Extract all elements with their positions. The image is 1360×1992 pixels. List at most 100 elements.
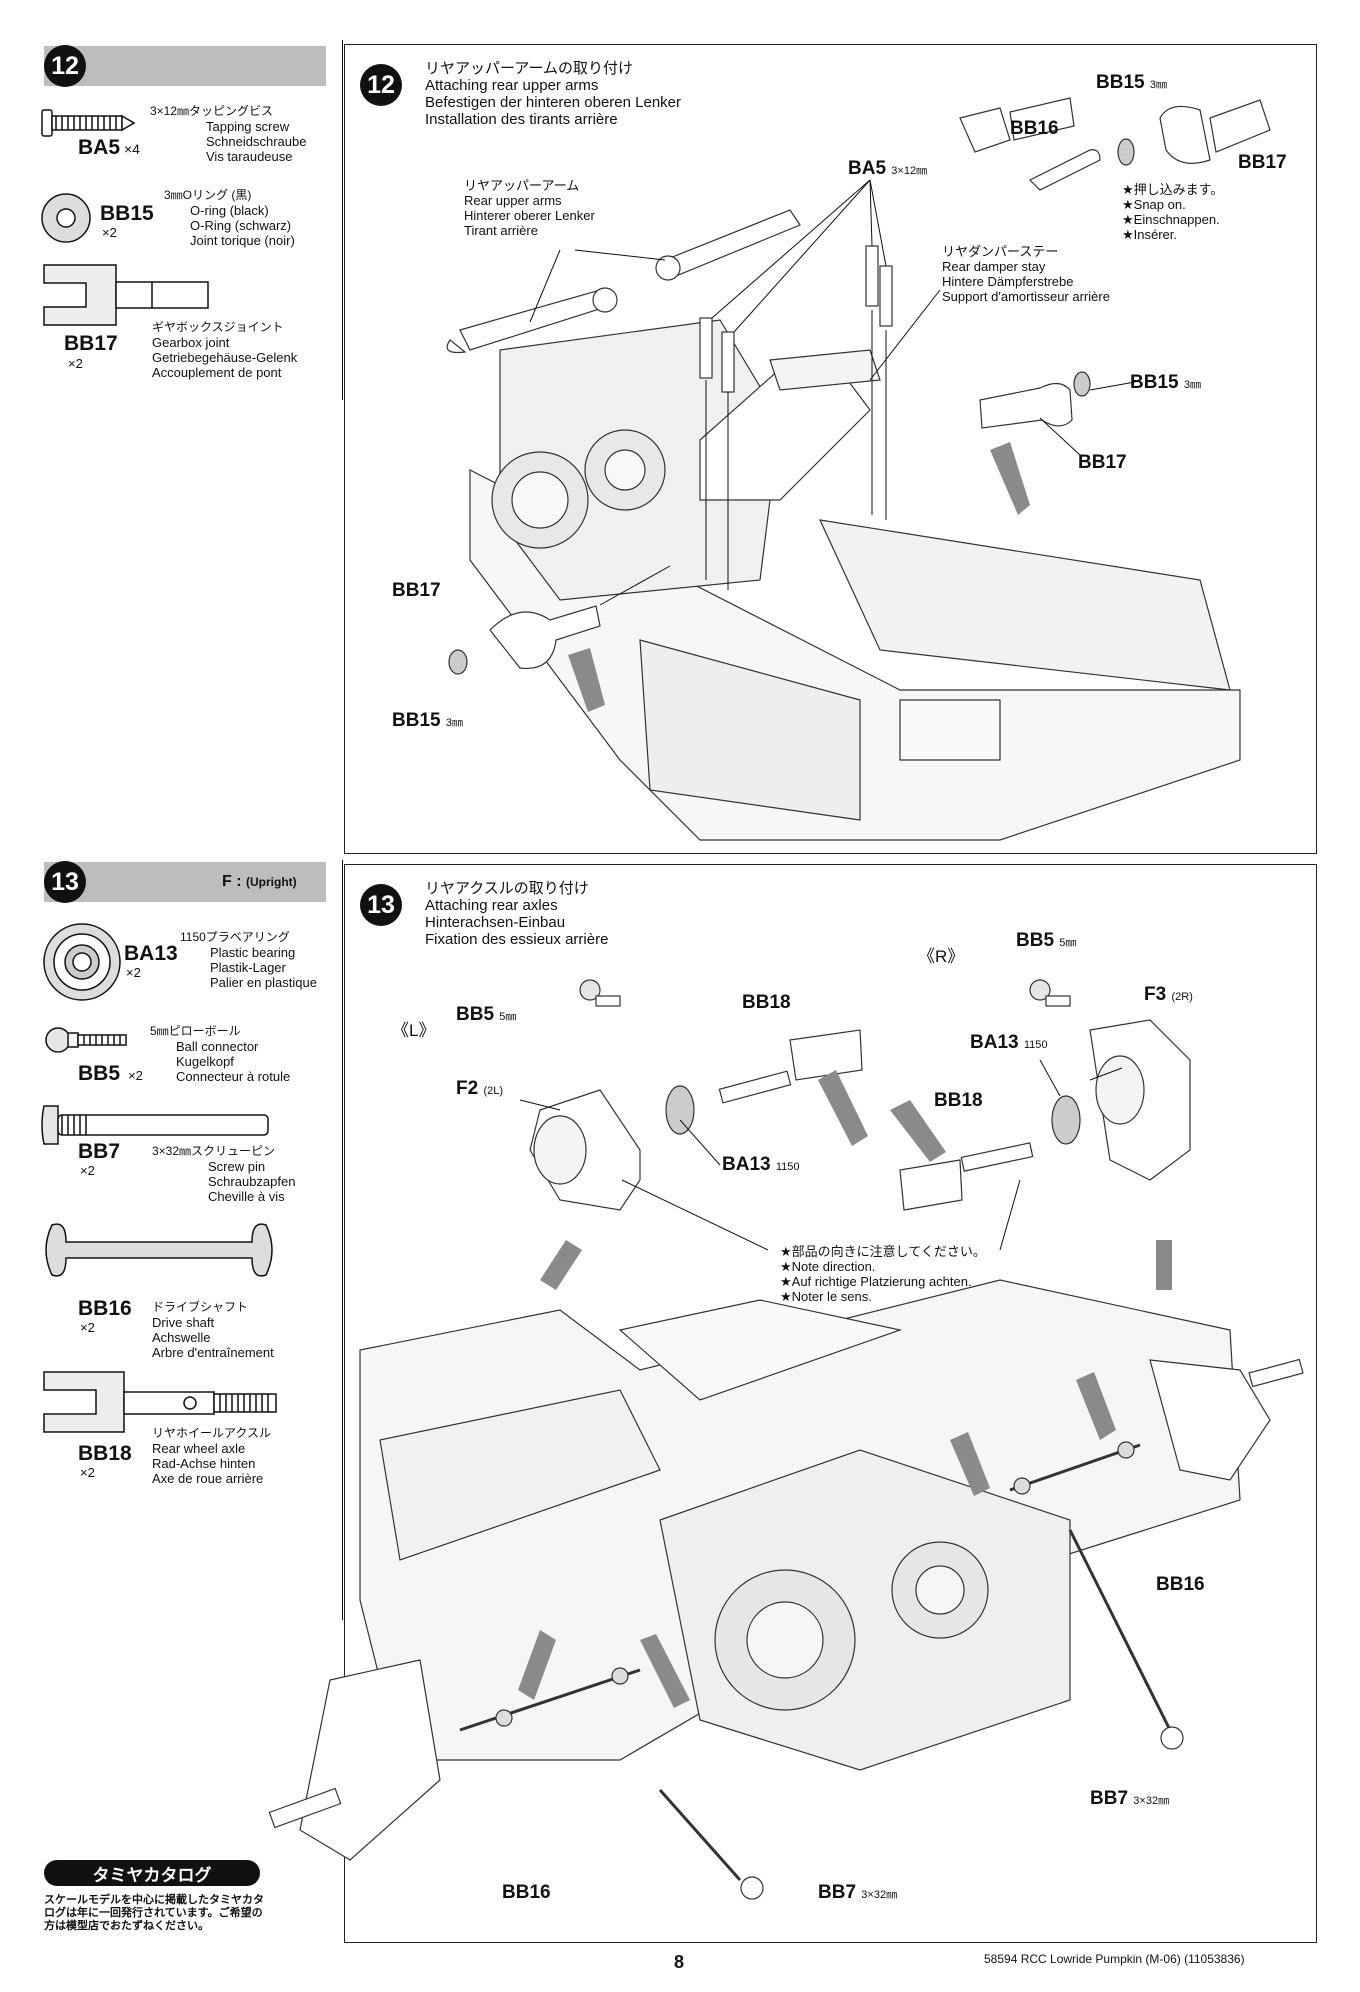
step12-parts-header <box>44 46 326 86</box>
step12-bb15-top-label: BB15 3㎜ <box>1096 72 1167 94</box>
step13-bb7-right-size: 3×32㎜ <box>1133 1795 1170 1807</box>
catalog-text: スケールモデルを中心に掲載したタミヤカタ ログは年に一回発行されています。ご希望… <box>44 1894 264 1933</box>
ba5-desc-fr: Vis taraudeuse <box>206 149 293 164</box>
step12-panel-badge: 12 <box>360 64 402 106</box>
bb5-desc-jp: 5㎜ピローボール <box>150 1024 241 1038</box>
bb18-desc-de: Rad-Achse hinten <box>152 1456 256 1471</box>
step13-left-upright <box>299 1659 441 1861</box>
ba13-desc: 1150プラベアリング Plastic bearing Plastik-Lage… <box>180 930 317 990</box>
bb15-desc-jp: 3㎜Oリング (黒) <box>164 188 252 202</box>
bb15-code: BB15 <box>100 202 154 225</box>
step12-oring-right <box>1073 371 1091 397</box>
step13-ba13-l-label: BA13 1150 <box>722 1154 800 1176</box>
step12-stay-note: リヤダンパーステー Rear damper stay Hintere Dämpf… <box>942 244 1110 304</box>
bb17-desc-de: Getriebegehäuse-Gelenk <box>152 350 298 365</box>
step12-joint-left <box>489 605 601 670</box>
step13-bb5-r-size: 5㎜ <box>1059 937 1077 949</box>
ba5-screw-icon <box>41 109 136 137</box>
step13-ba13-l-code: BA13 <box>722 1154 771 1175</box>
bb5-ball-icon <box>45 1027 127 1053</box>
bb16-shaft-icon <box>45 1223 273 1277</box>
bb7-desc-en: Screw pin <box>208 1159 266 1174</box>
bb16-desc: ドライブシャフト Drive shaft Achswelle Arbre d'e… <box>152 1300 274 1360</box>
step13-left-tag: 《L》 <box>392 1021 436 1040</box>
step13-direction-jp: ★部品の向きに注意してください。 <box>780 1244 986 1259</box>
step13-drive-shaft-left <box>459 1668 641 1732</box>
bb17-desc-jp: ギヤボックスジョイント <box>152 320 284 334</box>
bb5-code: BB5 <box>78 1062 121 1085</box>
step13-head-colon: : <box>231 873 246 890</box>
bb15-desc-en: O-ring (black) <box>190 203 269 218</box>
step12-bb15-right-size: 3㎜ <box>1183 379 1201 391</box>
step13-title: リヤアクスルの取り付け Attaching rear axles Hintera… <box>425 880 608 948</box>
ba5-desc: 3×12㎜タッピングビス Tapping screw Schneidschrau… <box>150 104 306 164</box>
catalog-line-3: 方は模型店でおたずねください。 <box>44 1920 209 1932</box>
bb18-desc-en: Rear wheel axle <box>152 1441 246 1456</box>
ba5-desc-de: Schneidschraube <box>206 134 307 149</box>
step13-bb7-bottom-code: BB7 <box>818 1882 857 1903</box>
step12-shaft-top <box>1028 149 1101 191</box>
step12-number-badge: 12 <box>44 45 86 87</box>
step12-bb15-top-size: 3㎜ <box>1149 79 1167 91</box>
bb18-desc-jp: リヤホイールアクスル <box>152 1426 272 1440</box>
step12-bb15-right-code: BB15 <box>1130 372 1179 393</box>
step12-bb17-right-label: BB17 <box>1078 452 1127 473</box>
step13-bb18-mid-label: BB18 <box>934 1090 983 1111</box>
catalog-badge: タミヤカタログ <box>44 1860 260 1886</box>
step13-bb5-r-code: BB5 <box>1016 930 1055 951</box>
step12-arms-en: Rear upper arms <box>464 193 562 208</box>
step13-right-upright <box>1149 1359 1271 1481</box>
bb5-desc-fr: Connecteur à rotule <box>176 1069 291 1084</box>
step13-ba13-r-code: BA13 <box>970 1032 1019 1053</box>
step13-bb5-l-size: 5㎜ <box>499 1011 517 1023</box>
step13-f2-label: F2 (2L) <box>456 1078 503 1100</box>
step13-screw-pin-bottom <box>658 1789 742 1881</box>
step12-stay-jp: リヤダンパーステー <box>942 244 1059 259</box>
ba5-qty: ×4 <box>124 141 140 157</box>
step13-title-fr: Fixation des essieux arrière <box>425 931 609 948</box>
step12-ba5-label: BA5 3×12㎜ <box>848 158 927 180</box>
step12-snap-de: ★Einschnappen. <box>1122 212 1220 227</box>
bb16-code: BB16 <box>78 1297 132 1320</box>
ba5-desc-en: Tapping screw <box>206 119 290 134</box>
step13-direction-de: ★Auf richtige Platzierung achten. <box>780 1274 972 1289</box>
step12-ba5-size: 3×12㎜ <box>891 165 928 177</box>
ba13-code: BA13 <box>124 942 178 965</box>
step12-arms-fr: Tirant arrière <box>464 223 538 238</box>
bb7-code: BB7 <box>78 1140 121 1163</box>
step13-bb7-bottom-size: 3×32㎜ <box>861 1889 898 1901</box>
step12-joint-right <box>979 382 1073 429</box>
bb16-desc-jp: ドライブシャフト <box>152 1300 249 1314</box>
bb7-desc-fr: Cheville à vis <box>208 1189 285 1204</box>
step12-ba5-screws <box>699 245 893 393</box>
step12-bb17-left-label: BB17 <box>392 580 441 601</box>
bb17-joint-icon <box>43 264 209 326</box>
ba13-qty: ×2 <box>126 965 141 980</box>
bb15-oring-icon <box>41 193 91 243</box>
step13-bb18-top-label: BB18 <box>742 992 791 1013</box>
step12-bb17-top-label: BB17 <box>1238 152 1287 173</box>
step13-panel-number: 13 <box>367 890 395 919</box>
step13-f3-label: F3 (2R) <box>1144 984 1193 1006</box>
step12-title-en: Attaching rear upper arms <box>425 77 599 94</box>
bb16-desc-fr: Arbre d'entraînement <box>152 1345 274 1360</box>
bb18-qty: ×2 <box>80 1465 95 1480</box>
step12-stay-fr: Support d'amortisseur arrière <box>942 289 1110 304</box>
step12-bb15-top-code: BB15 <box>1096 72 1145 93</box>
step13-title-en: Attaching rear axles <box>425 897 558 914</box>
ba13-bearing-icon <box>43 923 121 1001</box>
step13-number-badge: 13 <box>44 861 86 903</box>
step12-arms-de: Hinterer oberer Lenker <box>464 208 595 223</box>
step12-oring-left <box>448 649 468 675</box>
ba5-code: BA5 <box>78 136 121 159</box>
bb17-desc: ギヤボックスジョイント Gearbox joint Getriebegehäus… <box>152 320 297 380</box>
step13-bb16-right-label: BB16 <box>1156 1574 1205 1595</box>
step12-arms-jp: リヤアッパーアーム <box>464 178 580 193</box>
step12-title-jp: リヤアッパーアームの取り付け <box>425 60 634 77</box>
step13-ba13-r-label: BA13 1150 <box>970 1032 1048 1054</box>
bb16-desc-de: Achswelle <box>152 1330 211 1345</box>
page-number: 8 <box>674 1952 685 1972</box>
step13-bb5-ball-l <box>579 979 601 1001</box>
footer-doc-id: 58594 RCC Lowride Pumpkin (M-06) (110538… <box>984 1952 1245 1966</box>
